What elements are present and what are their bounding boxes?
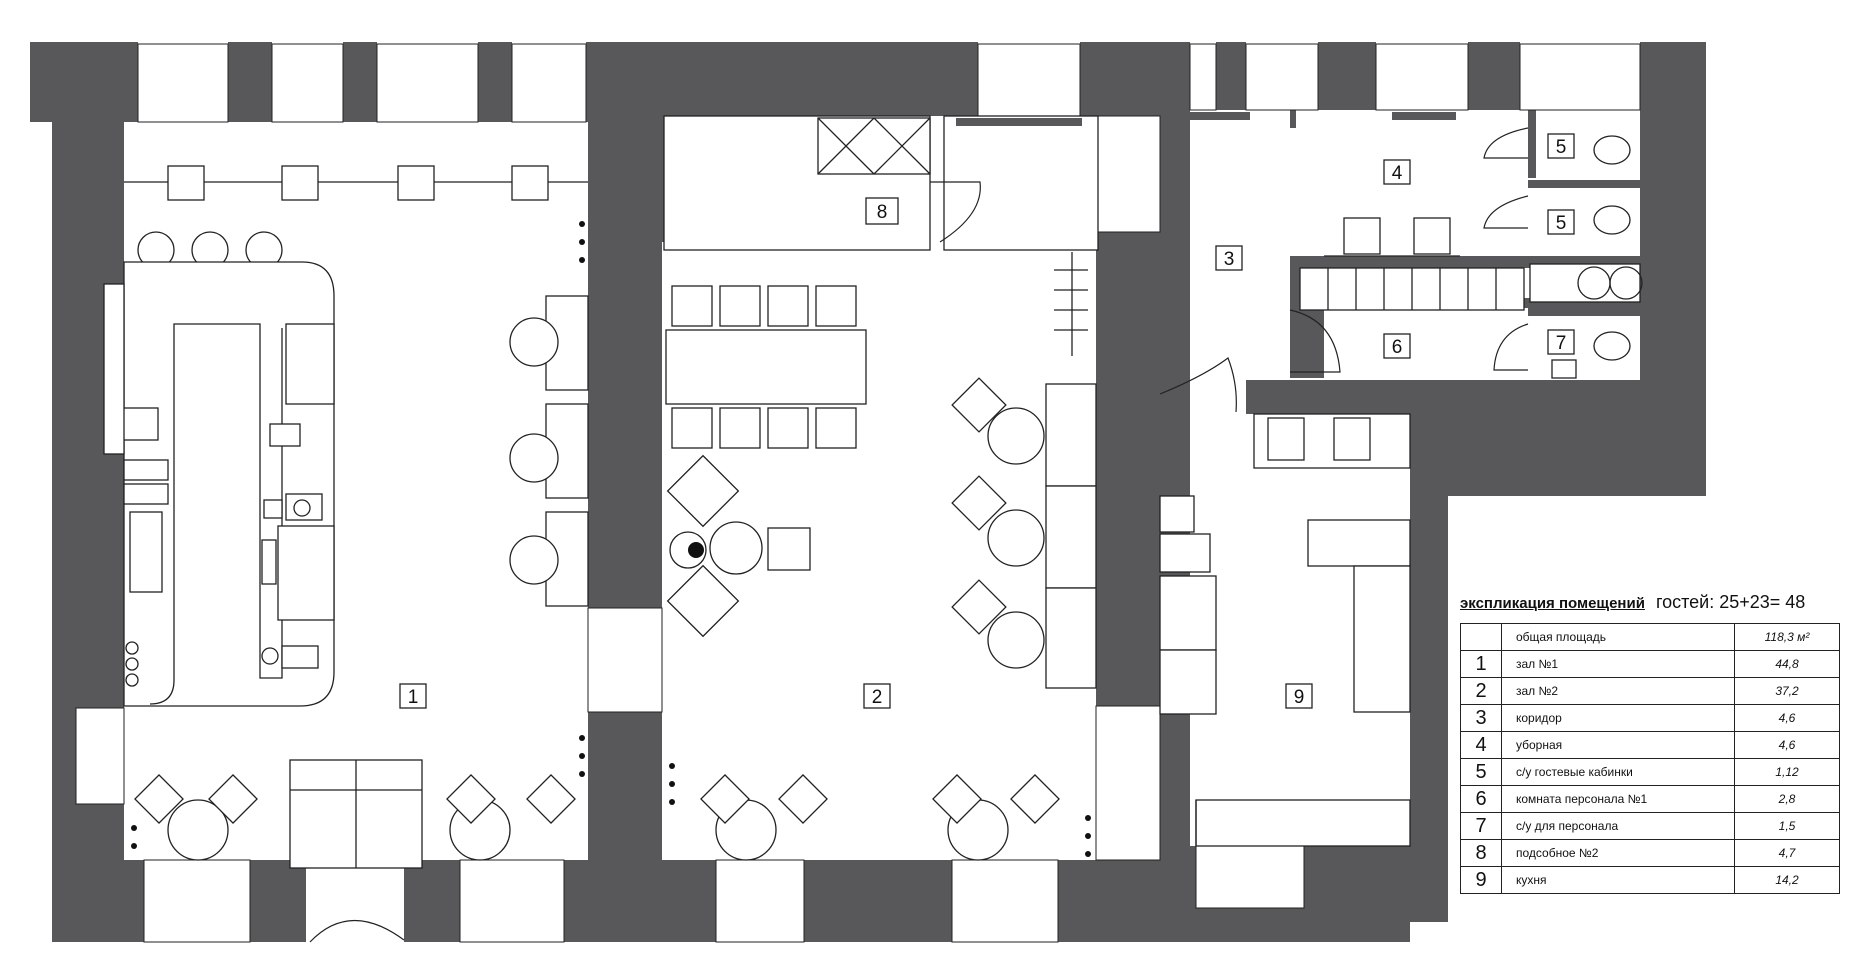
total-area-row: общая площадь 118,3 м² <box>1460 623 1840 651</box>
room-area-cell: 44,8 <box>1734 650 1840 678</box>
room-area-cell: 4,6 <box>1734 704 1840 732</box>
room-number-cell: 6 <box>1460 785 1502 813</box>
room-area-cell: 14,2 <box>1734 866 1840 894</box>
room-marker-4: 4 <box>1383 159 1411 185</box>
room-number-cell: 9 <box>1460 866 1502 894</box>
room-name-cell: уборная <box>1501 731 1735 759</box>
room-marker-7: 7 <box>1547 329 1575 355</box>
room-name-cell: с/у гостевые кабинки <box>1501 758 1735 786</box>
room-marker-2: 2 <box>863 683 891 709</box>
room-marker-5a: 5 <box>1547 133 1575 159</box>
room-number-cell: 5 <box>1460 758 1502 786</box>
room-name-cell: с/у для персонала <box>1501 812 1735 840</box>
room-number: 3 <box>1224 249 1235 270</box>
room-marker-6: 6 <box>1383 333 1411 359</box>
room-name-cell: подсобное №2 <box>1501 839 1735 867</box>
hall-1-furniture <box>103 165 589 943</box>
walls <box>30 42 1706 942</box>
hall-2-furniture <box>663 115 1099 861</box>
room-explication: экспликация помещений гостей: 25+23= 48 … <box>1460 592 1840 894</box>
room-area-cell: 1,12 <box>1734 758 1840 786</box>
room-marker-5b: 5 <box>1547 209 1575 235</box>
room-number-cell: 3 <box>1460 704 1502 732</box>
room-name-cell: коридор <box>1501 704 1735 732</box>
room-area-cell: 2,8 <box>1734 785 1840 813</box>
room-area-cell: 4,6 <box>1734 731 1840 759</box>
room-number-cell: 7 <box>1460 812 1502 840</box>
explication-title: экспликация помещений <box>1460 595 1645 612</box>
total-area-label: общая площадь <box>1501 623 1735 651</box>
room-marker-1: 1 <box>399 683 427 709</box>
room-name-cell: зал №2 <box>1501 677 1735 705</box>
service-block-furniture <box>1159 112 1643 847</box>
room-number-cell: 4 <box>1460 731 1502 759</box>
room-number-cell: 1 <box>1460 650 1502 678</box>
room-area-cell: 1,5 <box>1734 812 1840 840</box>
room-number-cell: 8 <box>1460 839 1502 867</box>
room-number-cell: 2 <box>1460 677 1502 705</box>
room-number: 7 <box>1556 333 1567 354</box>
room-name-cell: зал №1 <box>1501 650 1735 678</box>
total-area-value: 118,3 м² <box>1734 623 1840 651</box>
room-area-cell: 37,2 <box>1734 677 1840 705</box>
windows <box>75 43 1641 943</box>
room-marker-9: 9 <box>1285 683 1313 709</box>
room-number: 5 <box>1556 137 1567 158</box>
room-name-cell: комната персонала №1 <box>1501 785 1735 813</box>
room-name-cell: кухня <box>1501 866 1735 894</box>
explication-heading: экспликация помещений гостей: 25+23= 48 <box>1460 592 1840 613</box>
room-markers: 1 2 3 4 5 5 6 7 8 9 <box>399 133 1575 709</box>
room-number: 2 <box>872 687 883 708</box>
room-marker-8: 8 <box>865 197 899 225</box>
room-number: 4 <box>1392 163 1403 184</box>
room-number: 5 <box>1556 213 1567 234</box>
room-number: 9 <box>1294 687 1305 708</box>
guests-count: гостей: 25+23= 48 <box>1655 592 1806 612</box>
room-number: 8 <box>877 202 888 223</box>
room-number: 1 <box>408 687 419 708</box>
room-area-cell: 4,7 <box>1734 839 1840 867</box>
room-marker-3: 3 <box>1215 245 1243 271</box>
room-number: 6 <box>1392 337 1403 358</box>
